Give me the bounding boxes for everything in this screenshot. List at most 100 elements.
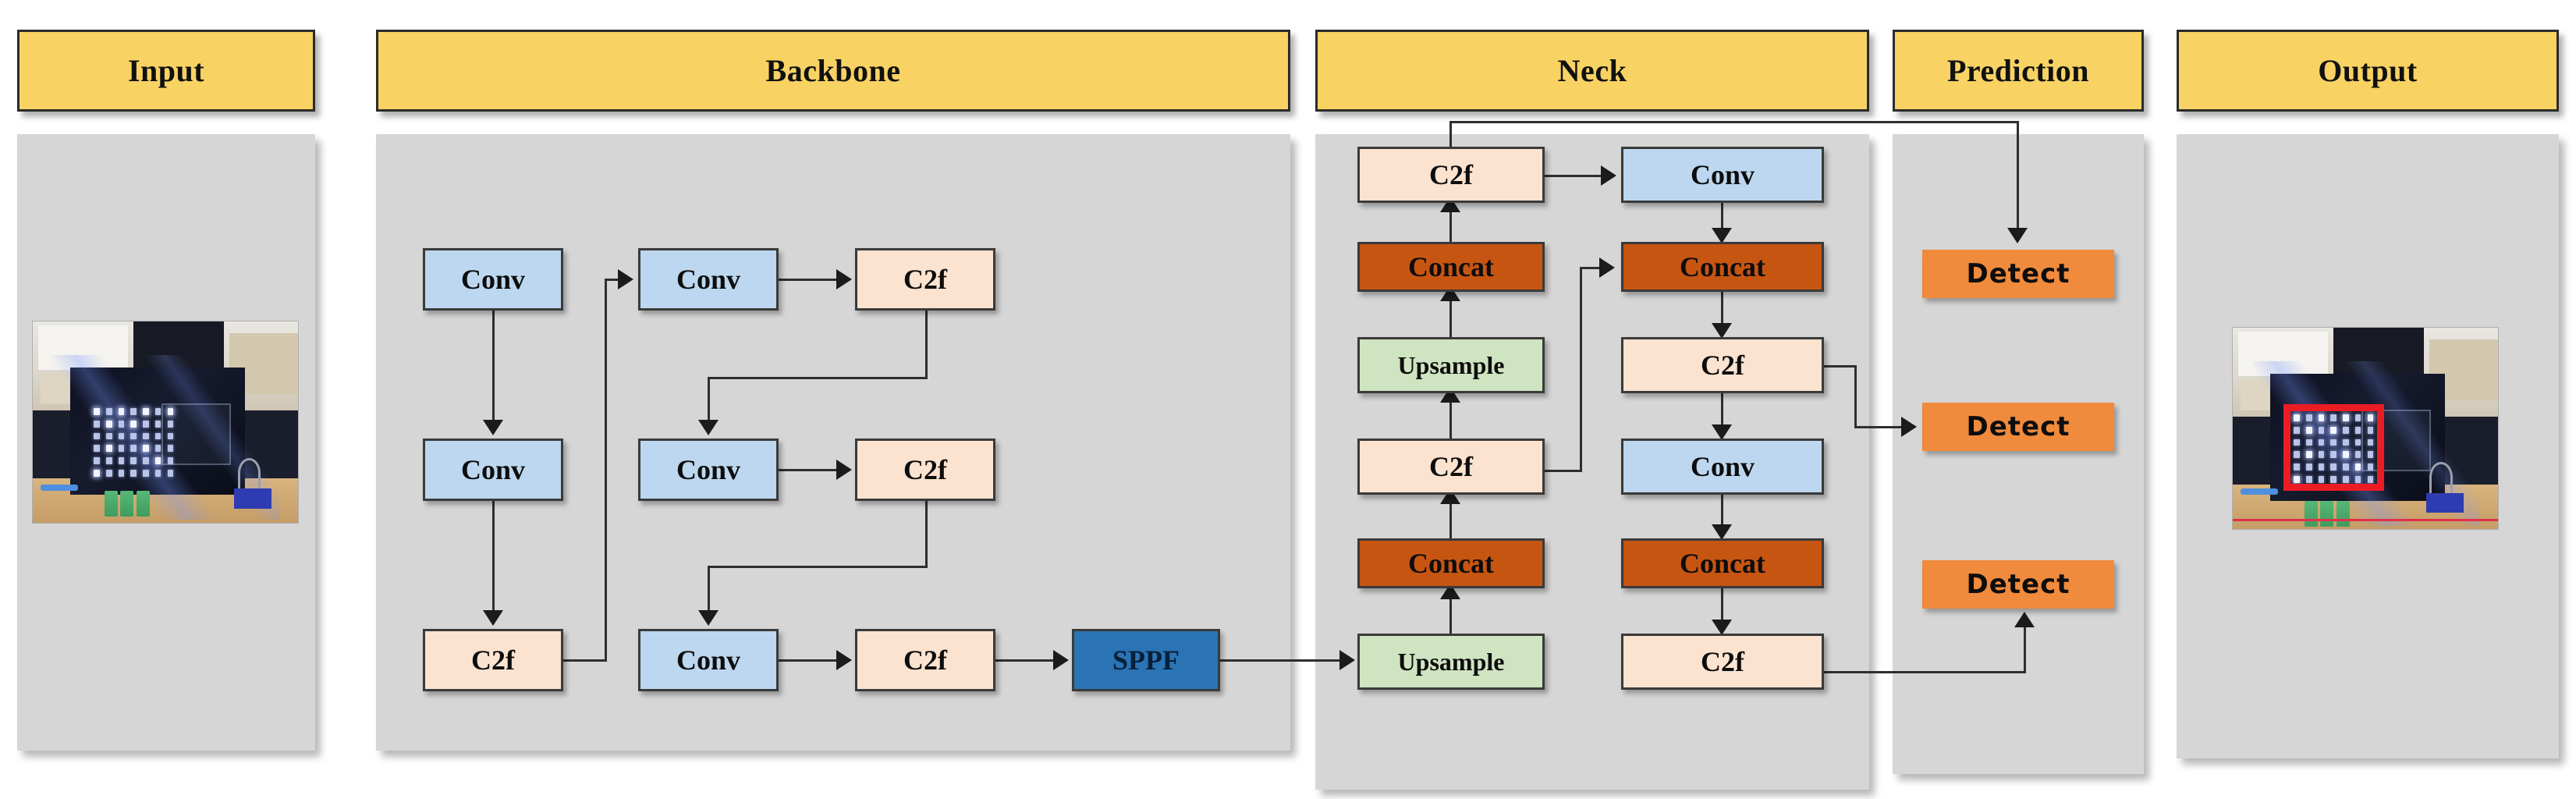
- backbone-node-conv-2[interactable]: Conv: [423, 439, 563, 501]
- section-header-output: Output: [2177, 30, 2559, 112]
- photo-clip-handle: [237, 458, 261, 489]
- arrowhead-down: [1712, 524, 1732, 540]
- prediction-node-detect-3[interactable]: Detect: [1922, 560, 2114, 609]
- backbone-node-conv-3[interactable]: Conv: [638, 248, 779, 311]
- section-header-label: Input: [127, 53, 205, 88]
- node-label: SPPF: [1112, 645, 1180, 676]
- node-label: Conv: [460, 454, 526, 485]
- edge-concat3-c2fr1: [1721, 292, 1723, 326]
- backbone-node-c2f-2[interactable]: C2f: [855, 248, 995, 311]
- arrowhead-down: [1712, 620, 1732, 635]
- photo-binder-clip: [234, 488, 271, 509]
- node-label: Upsample: [1397, 350, 1505, 379]
- edge-top-to-prediction: [1449, 121, 2019, 123]
- photo-led-matrix: [94, 407, 174, 477]
- edge-c2fr1-out: [1824, 365, 1857, 368]
- node-label: C2f: [903, 264, 947, 295]
- prediction-node-detect-2[interactable]: Detect: [1922, 403, 2114, 451]
- photo-cable: [41, 485, 78, 491]
- section-header-label: Neck: [1557, 53, 1627, 88]
- edge-c2fr2-to-detect3: [1824, 671, 2026, 673]
- edge-c2ftop-convtop: [1545, 175, 1603, 177]
- photo-clip-handle: [2429, 462, 2454, 493]
- node-label: Concat: [1408, 251, 1494, 282]
- node-label: Detect: [1966, 411, 2070, 442]
- node-label: Conv: [460, 264, 526, 295]
- photo-batteries: [104, 490, 150, 517]
- neck-node-conv-mid[interactable]: Conv: [1621, 439, 1824, 495]
- photo-batteries: [2304, 500, 2350, 527]
- arrowhead-up: [2014, 612, 2035, 627]
- edge-c2fr1-convmid: [1721, 393, 1723, 428]
- node-label: Conv: [676, 454, 741, 485]
- edge-c2f2-to-conv4: [708, 377, 710, 421]
- arrowhead-right: [618, 269, 633, 289]
- backbone-node-sppf[interactable]: SPPF: [1072, 629, 1220, 691]
- arrowhead-down: [1712, 323, 1732, 339]
- arrowhead-right: [836, 460, 852, 480]
- arrowhead-right: [1599, 257, 1615, 278]
- arrowhead-right: [1901, 417, 1917, 437]
- node-label: C2f: [903, 454, 947, 485]
- backbone-node-c2f-4[interactable]: C2f: [855, 629, 995, 691]
- backbone-node-c2f-3[interactable]: C2f: [855, 439, 995, 501]
- section-header-prediction: Prediction: [1893, 30, 2144, 112]
- node-label: Conv: [1690, 159, 1755, 190]
- edge-c2fmid-branch-h: [1545, 470, 1582, 472]
- edge-conv1-conv2: [492, 311, 495, 421]
- node-label: C2f: [1701, 350, 1744, 381]
- photo-window: [2237, 332, 2329, 376]
- neck-node-c2f-right-2[interactable]: C2f: [1621, 634, 1824, 690]
- neck-node-c2f-right-1[interactable]: C2f: [1621, 337, 1824, 393]
- section-header-label: Prediction: [1946, 53, 2089, 88]
- arrowhead-down: [2007, 228, 2028, 243]
- edge-c2f4-sppf: [995, 659, 1055, 662]
- edge-conv4-c2f3: [779, 469, 838, 471]
- neck-node-concat-1[interactable]: Concat: [1357, 242, 1545, 292]
- node-label: C2f: [903, 645, 947, 676]
- neck-node-upsample-2[interactable]: Upsample: [1357, 634, 1545, 690]
- neck-node-c2f-top[interactable]: C2f: [1357, 147, 1545, 203]
- section-header-label: Backbone: [765, 53, 901, 88]
- edge-conv5-c2f4: [779, 659, 838, 662]
- arrowhead-down: [698, 420, 719, 435]
- arrowhead-right: [836, 269, 852, 289]
- neck-node-concat-2[interactable]: Concat: [1357, 538, 1545, 588]
- arrowhead-down: [698, 610, 719, 626]
- arrowhead-down: [483, 420, 503, 435]
- edge-c2fr1-step: [1854, 365, 1857, 428]
- prediction-node-detect-1[interactable]: Detect: [1922, 250, 2114, 298]
- node-label: C2f: [1701, 646, 1744, 677]
- neck-node-conv-top[interactable]: Conv: [1621, 147, 1824, 203]
- section-header-backbone: Backbone: [376, 30, 1290, 112]
- node-label: C2f: [1429, 159, 1473, 190]
- neck-node-c2f-mid[interactable]: C2f: [1357, 439, 1545, 495]
- neck-node-concat-4[interactable]: Concat: [1621, 538, 1824, 588]
- node-label: Concat: [1680, 548, 1765, 579]
- node-label: Conv: [676, 264, 741, 295]
- backbone-node-conv-4[interactable]: Conv: [638, 439, 779, 501]
- photo-binder-clip: [2426, 492, 2464, 513]
- edge-c2fmid-branch-v: [1580, 267, 1582, 471]
- edge-down-to-detect1: [2017, 121, 2019, 231]
- neck-node-concat-3[interactable]: Concat: [1621, 242, 1824, 292]
- node-label: Concat: [1408, 548, 1494, 579]
- backbone-node-c2f-1[interactable]: C2f: [423, 629, 563, 691]
- node-label: Detect: [1966, 569, 2070, 600]
- arrowhead-right: [1339, 650, 1355, 670]
- edge-upsample2-concat2: [1449, 595, 1452, 634]
- edge-concat1-c2ftop: [1449, 208, 1452, 242]
- arrowhead-down: [483, 610, 503, 626]
- edge-c2f1-riser-h: [563, 659, 607, 662]
- backbone-node-conv-1[interactable]: Conv: [423, 248, 563, 311]
- arrowhead-right: [1053, 650, 1069, 670]
- arrowhead-down: [1712, 228, 1732, 243]
- edge-sppf-upsample: [1220, 659, 1341, 662]
- neck-node-upsample-1[interactable]: Upsample: [1357, 337, 1545, 393]
- edge-riser-to-conv3: [605, 279, 622, 281]
- node-label: Concat: [1680, 251, 1765, 282]
- edge-conv2-c2f1: [492, 501, 495, 612]
- backbone-node-conv-5[interactable]: Conv: [638, 629, 779, 691]
- output-image-thumbnail: [2233, 328, 2498, 529]
